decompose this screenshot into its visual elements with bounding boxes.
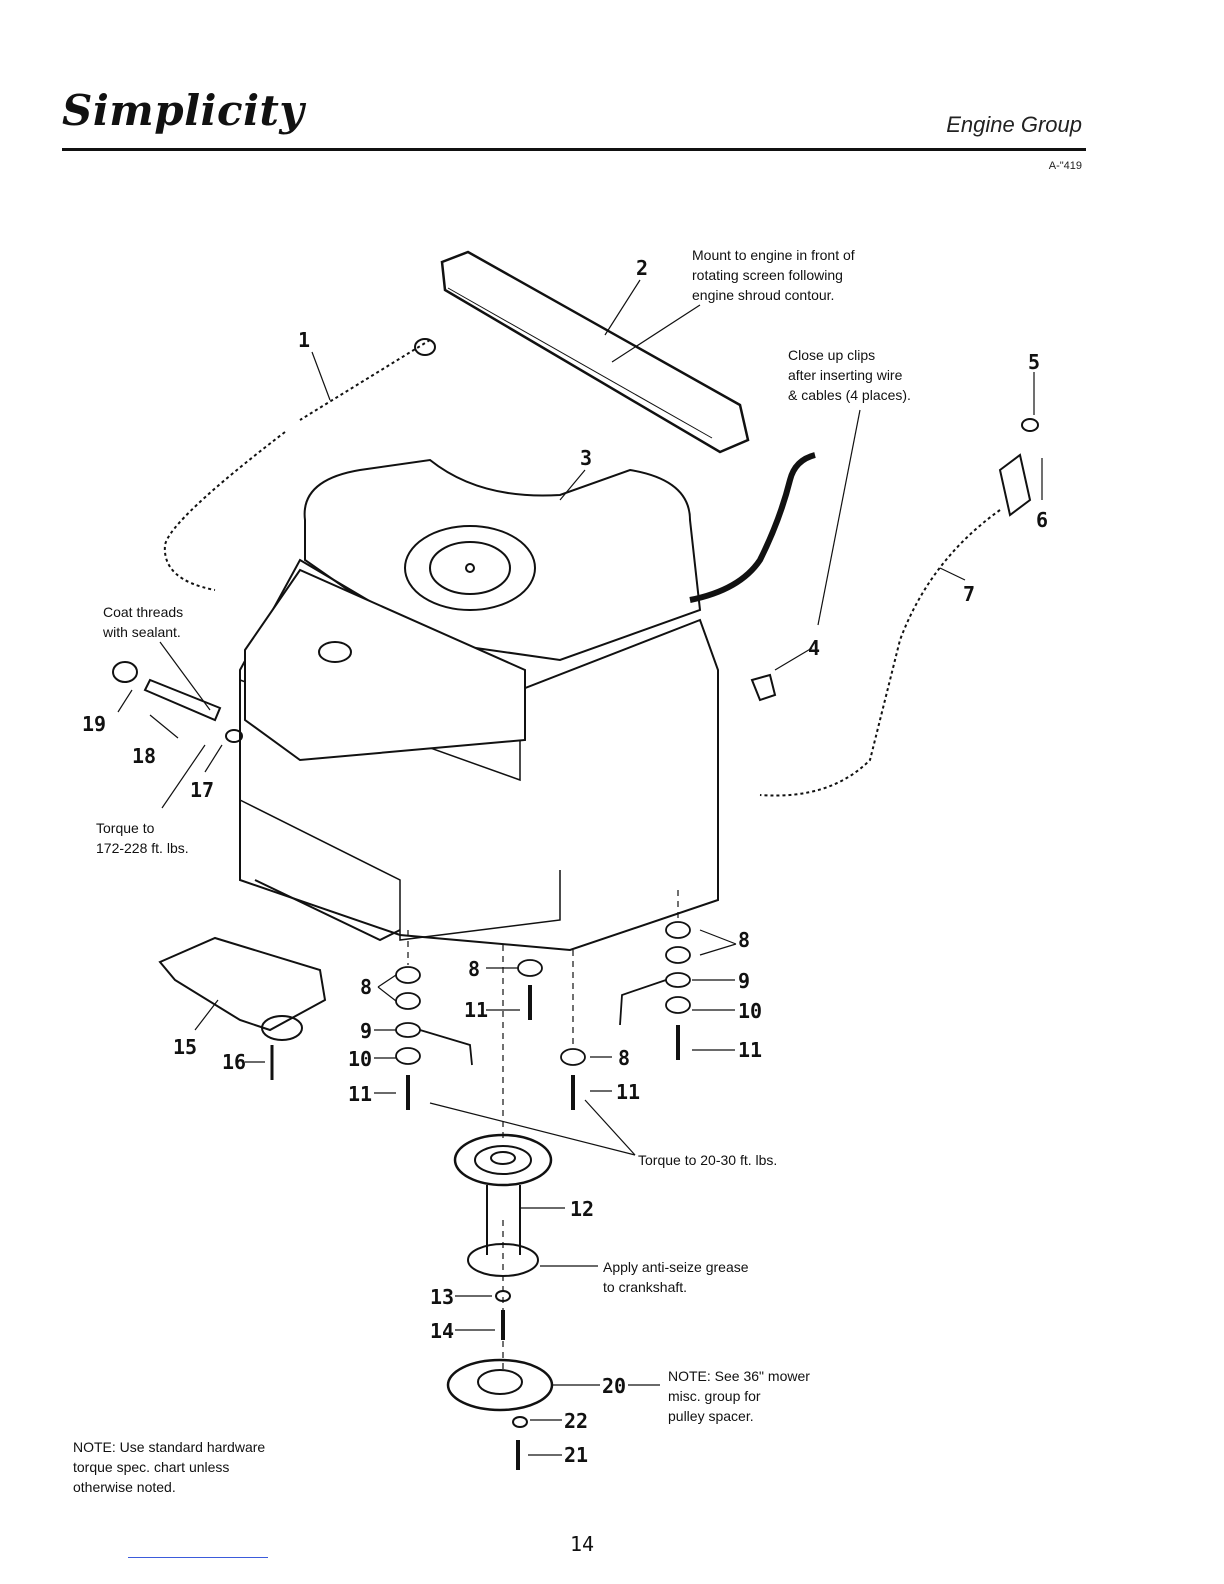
callout-10-right: 10 — [738, 999, 763, 1023]
upper-pulley-part — [453, 1133, 553, 1187]
callout-11-center: 11 — [464, 998, 489, 1022]
callout-10-left: 10 — [348, 1047, 373, 1071]
callout-15: 15 — [173, 1035, 198, 1059]
callout-22: 22 — [564, 1409, 589, 1433]
callout-8-right: 8 — [738, 928, 751, 952]
page-section-title: Engine Group — [946, 112, 1082, 137]
callout-11-lower: 11 — [616, 1080, 641, 1104]
foam-strip-part — [440, 250, 750, 454]
mount-note: Mount to engine in front of rotating scr… — [692, 247, 855, 303]
callout-16: 16 — [222, 1050, 247, 1074]
cable-part — [759, 509, 1001, 797]
callout-8-center: 8 — [468, 957, 481, 981]
callout-9-left: 9 — [360, 1019, 373, 1043]
clips-note: Close up clips after inserting wire & ca… — [788, 347, 911, 403]
callout-8-lower: 8 — [618, 1046, 631, 1070]
callout-18: 18 — [132, 744, 157, 768]
callout-20: 20 — [602, 1374, 627, 1398]
diagram-reference-code: A-"419 — [1048, 160, 1082, 172]
callout-9-right: 9 — [738, 969, 751, 993]
hardware-note: NOTE: Use standard hardware torque spec.… — [73, 1439, 266, 1495]
callout-6: 6 — [1036, 508, 1049, 532]
fuel-hose — [689, 452, 816, 603]
callout-7: 7 — [963, 582, 976, 606]
callout-8-left: 8 — [360, 975, 373, 999]
brand-logo: Simplicity — [62, 86, 305, 135]
dipstick-part — [163, 339, 431, 591]
engine-bracket-plate — [158, 936, 327, 1032]
callout-17: 17 — [190, 778, 215, 802]
fitting-part — [143, 678, 222, 722]
clip-part — [750, 673, 777, 702]
callout-12: 12 — [570, 1197, 595, 1221]
engine-shroud-part — [303, 458, 702, 662]
antiseize-note: Apply anti-seize grease to crankshaft. — [603, 1259, 749, 1295]
callout-5: 5 — [1028, 350, 1041, 374]
callout-21: 21 — [564, 1443, 589, 1467]
lower-pulley-part — [446, 1358, 554, 1412]
torque-left-note: Torque to 172-228 ft. lbs. — [96, 820, 189, 856]
header-rule — [62, 148, 1086, 151]
callout-2: 2 — [636, 256, 649, 280]
callout-14: 14 — [430, 1319, 455, 1343]
callout-4: 4 — [808, 636, 821, 660]
bracket-part — [998, 453, 1032, 517]
callout-11-right: 11 — [738, 1038, 763, 1062]
page-number: 14 — [570, 1532, 595, 1556]
coat-threads-note: Coat threads with sealant. — [103, 604, 184, 640]
callout-1: 1 — [298, 328, 311, 352]
mower-note: NOTE: See 36" mower misc. group for pull… — [668, 1368, 810, 1424]
bottom-underline — [128, 1557, 268, 1558]
callout-19: 19 — [82, 712, 107, 736]
callout-3: 3 — [580, 446, 593, 470]
torque-bolts-note: Torque to 20-30 ft. lbs. — [638, 1152, 778, 1168]
fuel-tank — [244, 568, 526, 762]
callout-11-left: 11 — [348, 1082, 373, 1106]
callout-13: 13 — [430, 1285, 455, 1309]
